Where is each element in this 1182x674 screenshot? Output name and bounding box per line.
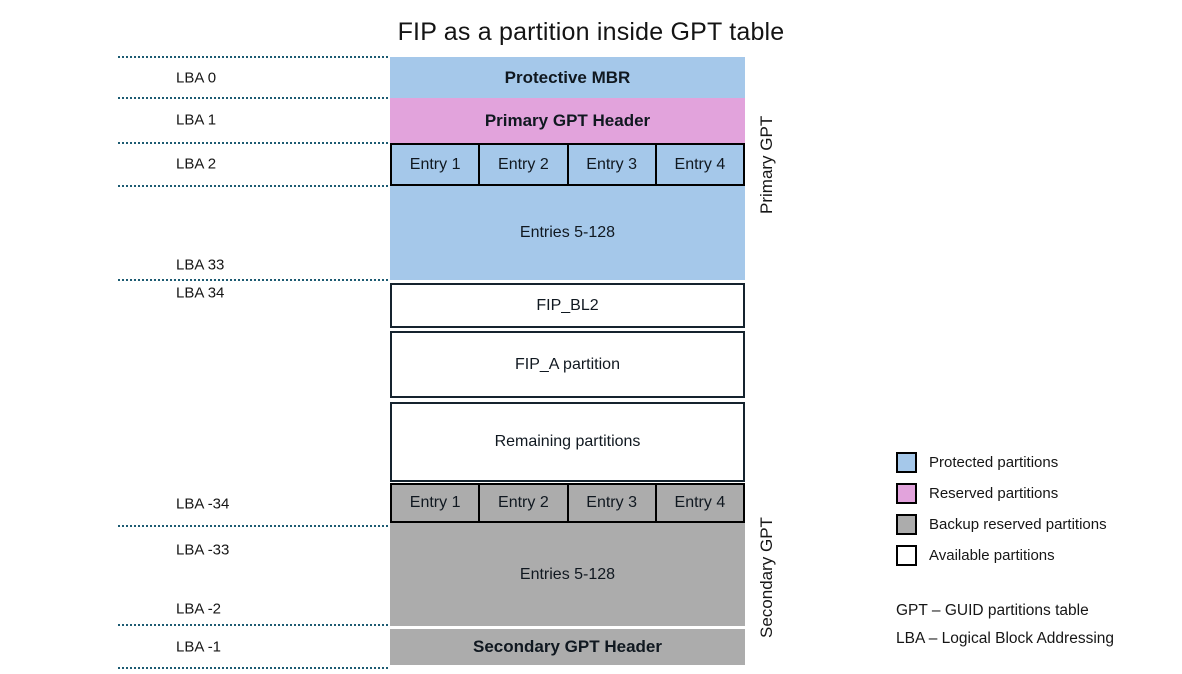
abbreviation-notes: GPT – GUID partitions table LBA – Logica… [896,602,1114,658]
lba-label-neg1: LBA -1 [176,638,222,656]
lba-label-neg34: LBA -34 [176,495,230,513]
secondary-entry-3: Entry 3 [566,485,655,521]
block-secondary-entry-row: Entry 1 Entry 2 Entry 3 Entry 4 [390,483,745,523]
lba-label-1: LBA 1 [176,111,217,129]
block-primary-entries-5-128: Entries 5-128 [390,186,745,280]
legend-item-available: Available partitions [896,545,1107,566]
dotted-separator [118,525,388,527]
primary-entry-3: Entry 3 [566,145,655,184]
available-color-swatch [896,545,917,566]
legend-label: Reserved partitions [929,485,1059,502]
legend-label: Backup reserved partitions [929,516,1107,533]
side-label-primary-gpt: Primary GPT [757,115,776,215]
protected-color-swatch [896,452,917,473]
dotted-separator [118,667,388,669]
side-label-secondary-gpt: Secondary GPT [757,517,776,638]
primary-entry-4: Entry 4 [654,145,743,184]
dotted-separator [118,97,388,99]
primary-entry-2: Entry 2 [478,145,566,184]
backup-color-swatch [896,514,917,535]
dotted-separator [118,279,388,281]
lba-label-33: LBA 33 [176,256,225,274]
secondary-entry-1: Entry 1 [409,494,461,511]
secondary-entry-2: Entry 2 [478,485,566,521]
block-protective-mbr: Protective MBR [390,57,745,98]
primary-entry-1: Entry 1 [409,155,461,173]
lba-label-2: LBA 2 [176,155,217,173]
legend-item-backup: Backup reserved partitions [896,514,1107,535]
block-primary-gpt-header: Primary GPT Header [390,98,745,143]
lba-label-neg2: LBA -2 [176,600,222,618]
legend-item-protected: Protected partitions [896,452,1107,473]
block-secondary-entries-5-128: Entries 5-128 [390,523,745,626]
note-gpt: GPT – GUID partitions table [896,602,1089,619]
dotted-separator [118,142,388,144]
legend-label: Available partitions [929,547,1055,564]
lba-label-0: LBA 0 [176,69,217,87]
lba-label-neg33: LBA -33 [176,541,230,559]
diagram-title: FIP as a partition inside GPT table [397,18,785,46]
legend-item-reserved: Reserved partitions [896,483,1107,504]
dotted-separator [118,185,388,187]
block-primary-entry-row: Entry 1 Entry 2 Entry 3 Entry 4 [390,143,745,186]
legend: Protected partitions Reserved partitions… [896,452,1107,576]
block-remaining-partitions: Remaining partitions [390,402,745,482]
dotted-separator [118,624,388,626]
legend-label: Protected partitions [929,454,1059,471]
reserved-color-swatch [896,483,917,504]
secondary-entry-4: Entry 4 [654,485,743,521]
block-fip-bl2: FIP_BL2 [390,283,745,328]
block-secondary-gpt-header: Secondary GPT Header [390,629,745,665]
dotted-separator [118,56,388,58]
note-lba: LBA – Logical Block Addressing [896,630,1114,647]
lba-label-34: LBA 34 [176,284,225,302]
block-fip-a-partition: FIP_A partition [390,331,745,398]
